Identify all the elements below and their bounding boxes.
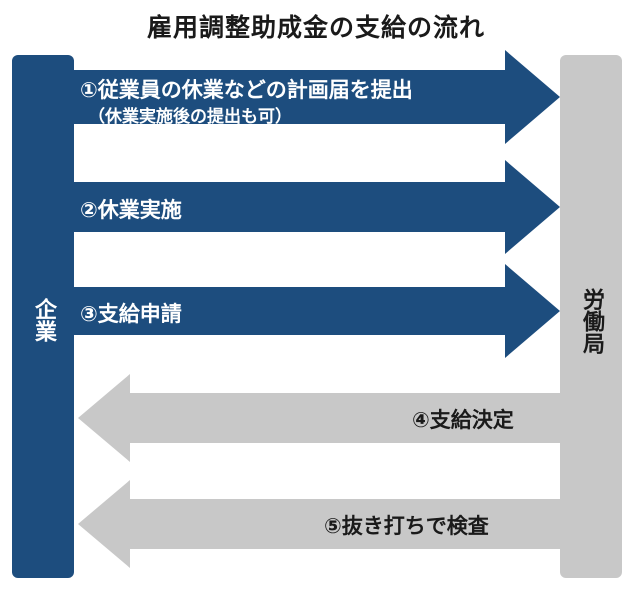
step-2-label: ②休業実施 [80, 198, 182, 222]
step-1-label: ①従業員の休業などの計画届を提出 [80, 78, 413, 102]
arrow-step-1 [62, 50, 560, 144]
diagram-title: 雇用調整助成金の支給の流れ [146, 13, 485, 42]
labor-bureau-label: 労働局 [579, 288, 604, 354]
arrow-step-4 [78, 374, 570, 462]
arrow-step-3 [62, 264, 560, 358]
step-5-label: ⑤抜き打ちで検査 [324, 514, 489, 538]
step-4-label: ④支給決定 [412, 408, 514, 432]
arrow-step-5 [78, 480, 570, 568]
company-label: 企業 [31, 298, 56, 342]
step-3-label: ③支給申請 [80, 302, 182, 326]
arrow-step-2 [62, 160, 560, 254]
step-1-sublabel: （休業実施後の提出も可） [88, 107, 292, 127]
labor-bureau-pillar [560, 55, 622, 578]
